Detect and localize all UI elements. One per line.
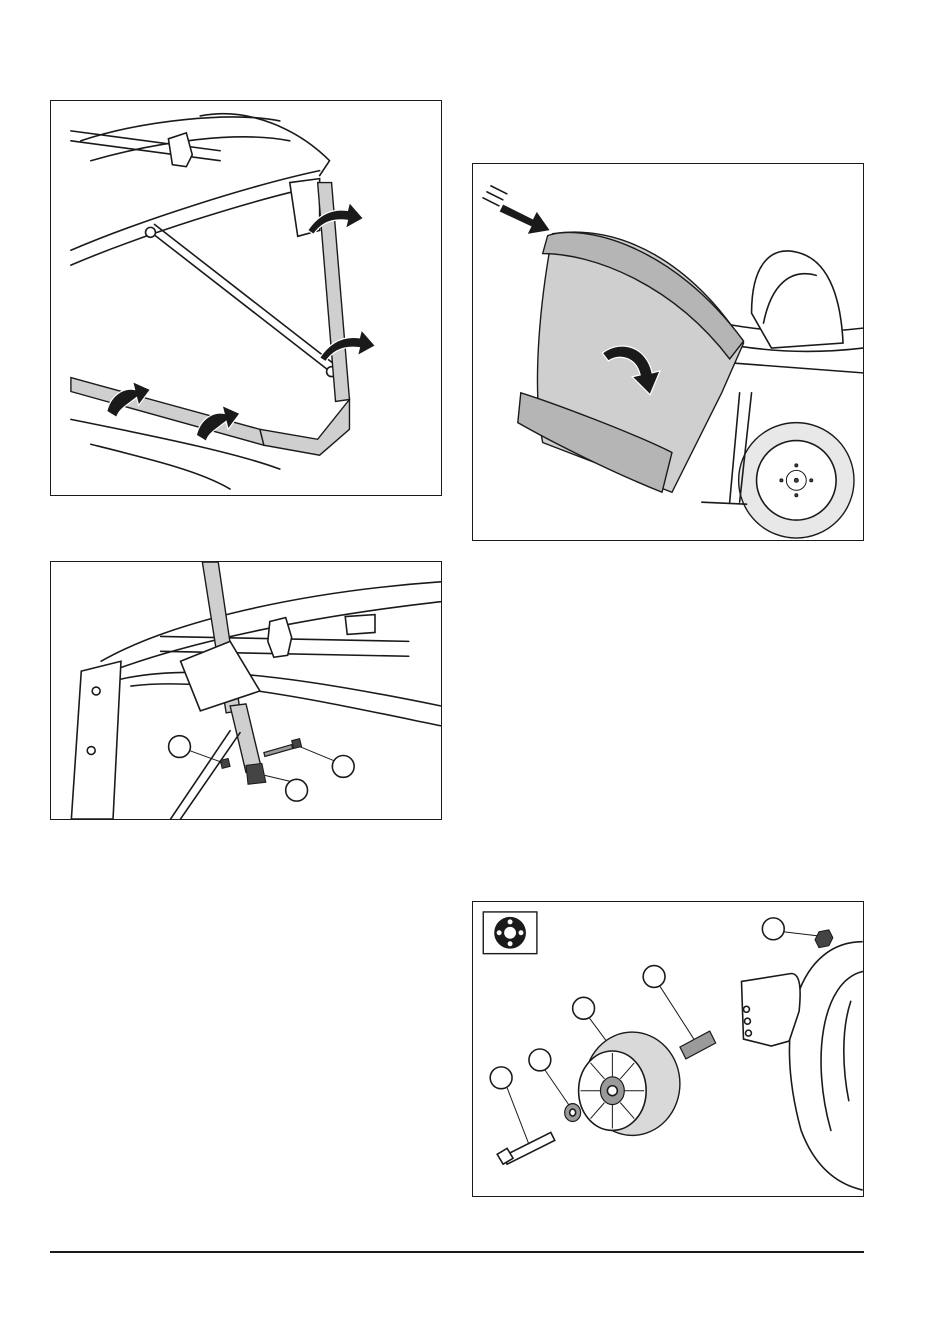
callout-2 xyxy=(265,775,308,801)
figure-collector-mount xyxy=(472,163,864,541)
figure-pin-fastening xyxy=(50,561,442,820)
wheel-icon xyxy=(483,912,537,954)
callout-nut xyxy=(762,918,817,940)
callout-bolt xyxy=(490,1067,529,1144)
figure-frame-assembly xyxy=(50,100,442,496)
frame-assembly-illustration xyxy=(51,101,441,495)
callout-1 xyxy=(169,736,223,763)
callout-wheel xyxy=(573,997,607,1041)
callout-washer xyxy=(529,1049,569,1105)
callout-spacer xyxy=(643,966,694,1040)
footer-rule xyxy=(50,1251,864,1253)
pin-fastening-illustration xyxy=(51,562,441,819)
callout-3 xyxy=(300,747,355,778)
wheel-assembly-illustration xyxy=(473,902,863,1196)
figure-wheel-assembly xyxy=(472,901,864,1197)
rotate-arrow-icon xyxy=(320,330,376,362)
push-arrow-icon xyxy=(499,204,551,235)
collector-mount-illustration xyxy=(473,164,863,540)
